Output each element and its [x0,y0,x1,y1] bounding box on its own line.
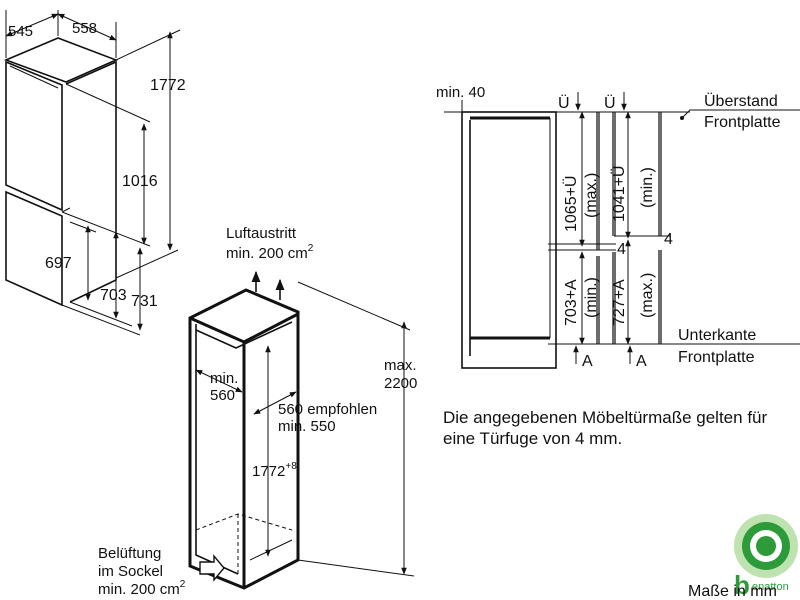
label-air-outlet-min: min. 200 cm2 [226,243,314,262]
label-width-rec-1: 560 empfohlen [278,401,377,418]
note-line-1: Die angegebenen Möbeltürmaße gelten für [443,408,768,427]
label-overhang-1: Überstand [704,92,778,110]
appliance-top-face [3,37,119,83]
label-gap-a: 4 [617,241,626,258]
label-558: 558 [72,20,97,37]
label-air-outlet-title: Luftaustritt [226,225,297,242]
label-overhang-2: Frontplatte [704,114,781,131]
label-max-height-2: 2200 [384,375,417,392]
label-lower-min-note: (min.) [583,277,600,318]
label-u-right: Ü [604,94,616,112]
label-upper-max-note: (max.) [583,173,600,218]
label-a-left: A [582,353,593,370]
label-max-height-1: max. [384,357,417,374]
dim-545 [5,13,59,37]
dim-width-560 [253,391,297,415]
label-lower-max: 727+A [611,279,628,326]
label-545: 545 [8,23,33,40]
label-1016: 1016 [122,173,158,190]
label-units: Maße in mm [688,583,777,600]
note-line-2: eine Türfuge von 4 mm. [443,429,623,448]
label-width-rec-2: min. 550 [278,418,336,435]
leader-overhang [681,109,800,119]
label-upper-min-note: (min.) [639,167,656,208]
appliance-lower-door [5,190,63,307]
label-u-left: Ü [558,94,570,112]
label-depth-min-1: min. [210,370,238,387]
label-731: 731 [131,293,158,310]
benatton-logo [734,514,798,578]
label-ventilation-3: min. 200 cm2 [98,579,186,598]
dim-558 [57,13,117,41]
label-gap-b: 4 [664,231,673,248]
label-lower-min: 703+A [563,279,580,326]
niche-view [188,270,415,590]
label-min-gap: min. 40 [436,84,485,101]
label-niche-height: 1772+8 [252,461,297,480]
label-ventilation-2: im Sockel [98,563,163,580]
label-697: 697 [45,255,72,272]
appliance-view [3,10,181,336]
door-cabinet [461,111,557,369]
label-bottom-2: Frontplatte [678,349,755,366]
appliance-upper-door [5,60,63,212]
label-upper-min: 1041+Ü [610,166,628,223]
label-upper-max: 1065+Ü [562,176,580,233]
label-depth-min-2: 560 [210,387,235,404]
door-section-view [444,92,800,369]
label-703: 703 [100,287,127,304]
logo-text: enatton [752,581,789,593]
label-1772: 1772 [150,77,186,94]
ventilation-arrow-icon [199,554,225,582]
logo-letter: b [734,570,750,600]
label-ventilation-1: Belüftung [98,545,161,562]
label-bottom-1: Unterkante [678,327,756,344]
label-a-right: A [636,353,647,370]
dim-depth-560 [195,369,243,393]
label-lower-max-note: (max.) [639,273,656,318]
appliance-side [65,60,117,303]
